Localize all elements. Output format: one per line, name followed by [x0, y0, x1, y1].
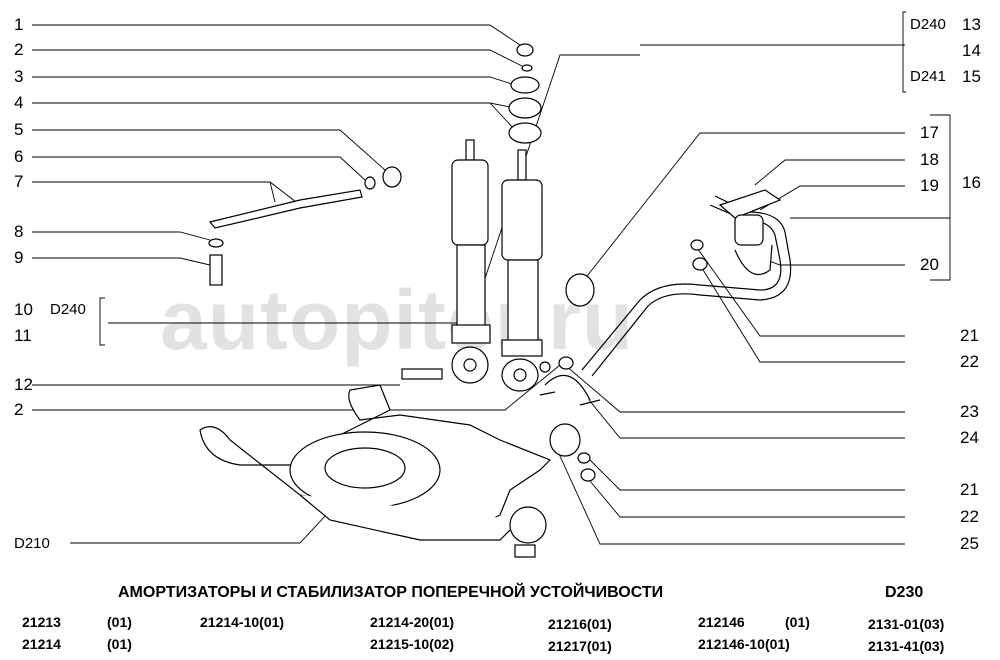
model-code: 21214-10(01) [200, 614, 285, 630]
callout-17: 17 [920, 123, 939, 142]
callout-3: 3 [14, 67, 24, 86]
callout-19: 19 [920, 176, 939, 195]
model-code: 212146 [698, 614, 745, 630]
lower-control-arm [199, 384, 552, 558]
model-code: 2131-41(03) [868, 638, 945, 654]
callout-4: 4 [14, 93, 24, 112]
callout-21b: 21 [960, 480, 979, 499]
callout-11: 11 [14, 326, 32, 345]
callout-2: 2 [14, 40, 24, 59]
bracket-parts [539, 189, 782, 406]
callout-9: 9 [14, 248, 24, 267]
model-variant: (01) [107, 636, 132, 652]
callout-12: 12 [14, 375, 33, 394]
callout-13: 13 [962, 15, 981, 34]
model-code: 21215-10(02) [370, 636, 455, 652]
callout-6: 6 [14, 147, 24, 166]
model-code: 21213 [22, 614, 61, 630]
ref-d241: D241 [910, 68, 946, 85]
model-code: 212146-10(01) [698, 636, 790, 652]
callout-14: 14 [962, 41, 981, 60]
callout-18: 18 [920, 150, 939, 169]
model-code: 21214 [22, 636, 61, 652]
ref-d210: D210 [14, 535, 50, 552]
model-variant: (01) [107, 614, 132, 630]
callout-1: 1 [14, 15, 24, 34]
ref-d240-left: D240 [50, 301, 86, 318]
callout-24: 24 [960, 428, 979, 447]
callout-21: 21 [960, 326, 979, 345]
shock-absorber-left [451, 139, 491, 384]
callout-22: 22 [960, 352, 979, 371]
callout-20: 20 [920, 255, 939, 274]
callout-2b: 2 [14, 400, 24, 419]
callout-16: 16 [962, 173, 981, 192]
callout-15: 15 [962, 67, 981, 86]
stabilizer-bar [581, 195, 792, 377]
callout-8: 8 [14, 222, 24, 241]
callout-25: 25 [960, 534, 979, 553]
shock-absorber-right [501, 149, 543, 392]
callout-5: 5 [14, 120, 24, 139]
model-code: 2131-01(03) [868, 616, 945, 632]
model-variant: (01) [785, 614, 810, 630]
page-code: D230 [885, 584, 924, 601]
model-code: 21217(01) [548, 638, 612, 654]
watermark: autopiter.ru [160, 273, 635, 367]
callout-10: 10 [14, 300, 33, 319]
model-code: 21214-20(01) [370, 614, 455, 630]
callout-23: 23 [960, 402, 979, 421]
washers [208, 43, 708, 482]
model-code: 21216(01) [548, 616, 612, 632]
callout-7: 7 [14, 172, 24, 191]
diagram-title: АМОРТИЗАТОРЫ И СТАБИЛИЗАТОР ПОПЕРЕЧНОЙ У… [118, 584, 664, 601]
callout-22b: 22 [960, 507, 979, 526]
ref-d240-right: D240 [910, 16, 946, 33]
rod-7 [208, 189, 363, 229]
